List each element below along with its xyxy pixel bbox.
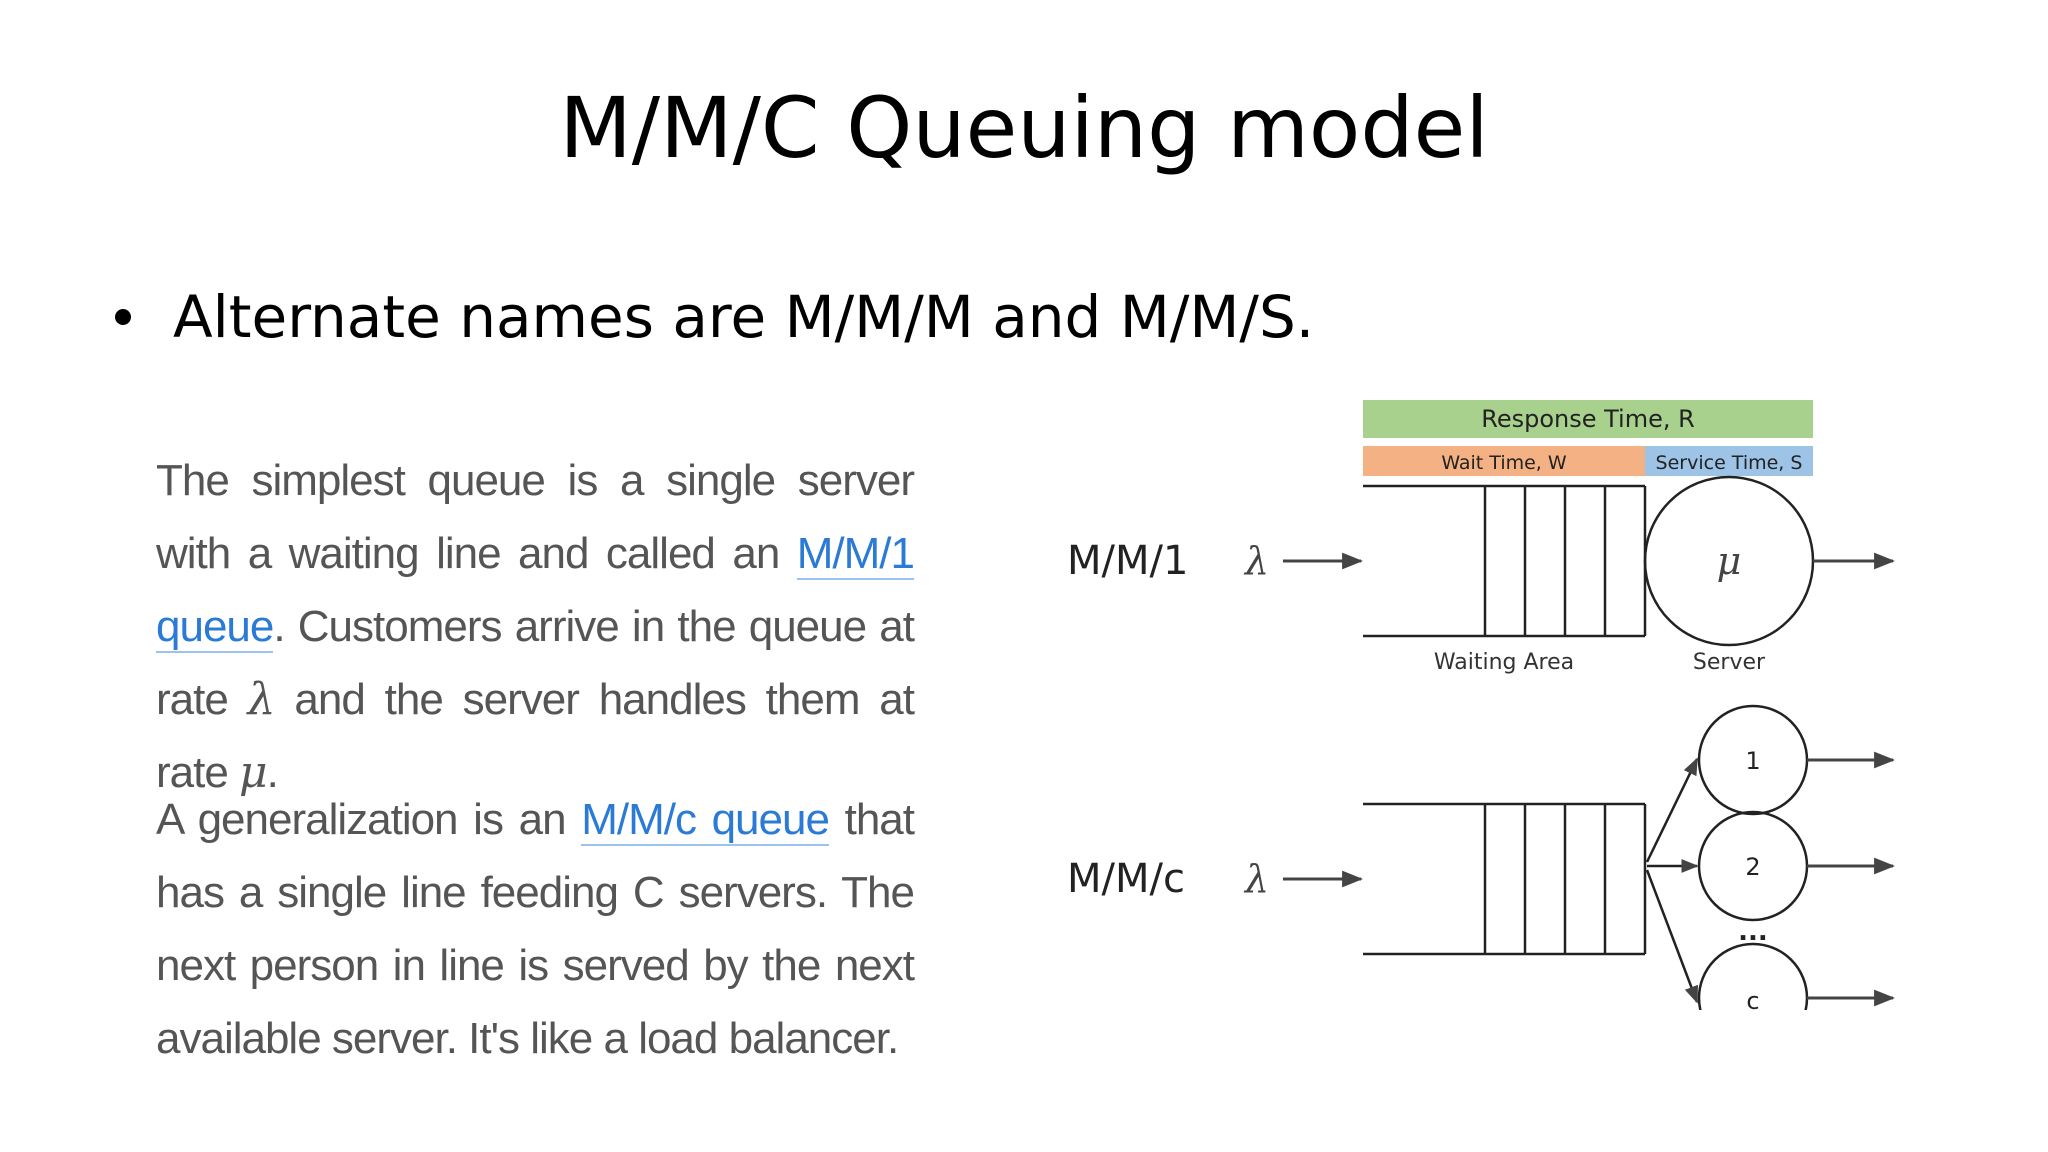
slide-title: M/M/C Queuing model: [559, 79, 1489, 177]
mm1-queue-link[interactable]: M/M/1 queue: [156, 529, 915, 653]
server-label: Server: [1693, 650, 1766, 675]
mmc-lambda: λ: [1243, 857, 1269, 901]
p1-text-b: . Customers arrive in the queue at rate: [156, 602, 915, 724]
queue-diagram: Response Time, R Wait Time, W Service Ti…: [1067, 400, 1896, 1010]
response-time-label: Response Time, R: [1481, 405, 1695, 433]
service-time-label: Service Time, S: [1656, 452, 1803, 474]
paragraph-mm1: The simplest queue is a single server wi…: [156, 444, 915, 809]
wait-time-bar: [1363, 446, 1645, 476]
p1-text-d: .: [266, 748, 279, 797]
p1-text-c: and the server handles them at rate: [156, 675, 915, 797]
mmc-label: M/M/c: [1067, 856, 1185, 902]
mmc-waiting-area: [1363, 802, 1647, 956]
p2-text-b: that has a single line feeding C servers…: [156, 795, 915, 1063]
mmc-queue-link[interactable]: M/M/c queue: [581, 795, 830, 846]
bullet-dot-icon: [115, 309, 131, 325]
service-time-bar: [1645, 446, 1813, 476]
server-1-label: 1: [1745, 747, 1760, 775]
waiting-area-label: Waiting Area: [1434, 650, 1574, 675]
response-time-bar: [1363, 400, 1813, 438]
p1-lambda: λ: [247, 674, 276, 725]
mm1-lambda: λ: [1243, 539, 1269, 583]
bullet-text: Alternate names are M/M/M and M/M/S.: [173, 283, 1315, 351]
paragraph-mmc: A generalization is an M/M/c queue that …: [156, 783, 915, 1075]
server-ellipsis: ...: [1738, 917, 1768, 947]
bullet-point: Alternate names are M/M/M and M/M/S.: [115, 288, 1314, 346]
mm1-waiting-area: [1363, 484, 1647, 638]
server-2-label: 2: [1745, 853, 1760, 881]
dispatch-arrow-1: [1645, 757, 1699, 863]
p1-text-a: The simplest queue is a single server wi…: [156, 456, 915, 578]
wait-time-label: Wait Time, W: [1441, 452, 1567, 474]
mm1-label: M/M/1: [1067, 538, 1188, 584]
server-c-label: c: [1746, 987, 1759, 1010]
dispatch-arrow-c: [1645, 869, 1699, 1004]
p1-mu: μ: [239, 747, 268, 798]
p2-text-a: A generalization is an: [156, 795, 582, 844]
mm1-mu: μ: [1717, 539, 1742, 583]
